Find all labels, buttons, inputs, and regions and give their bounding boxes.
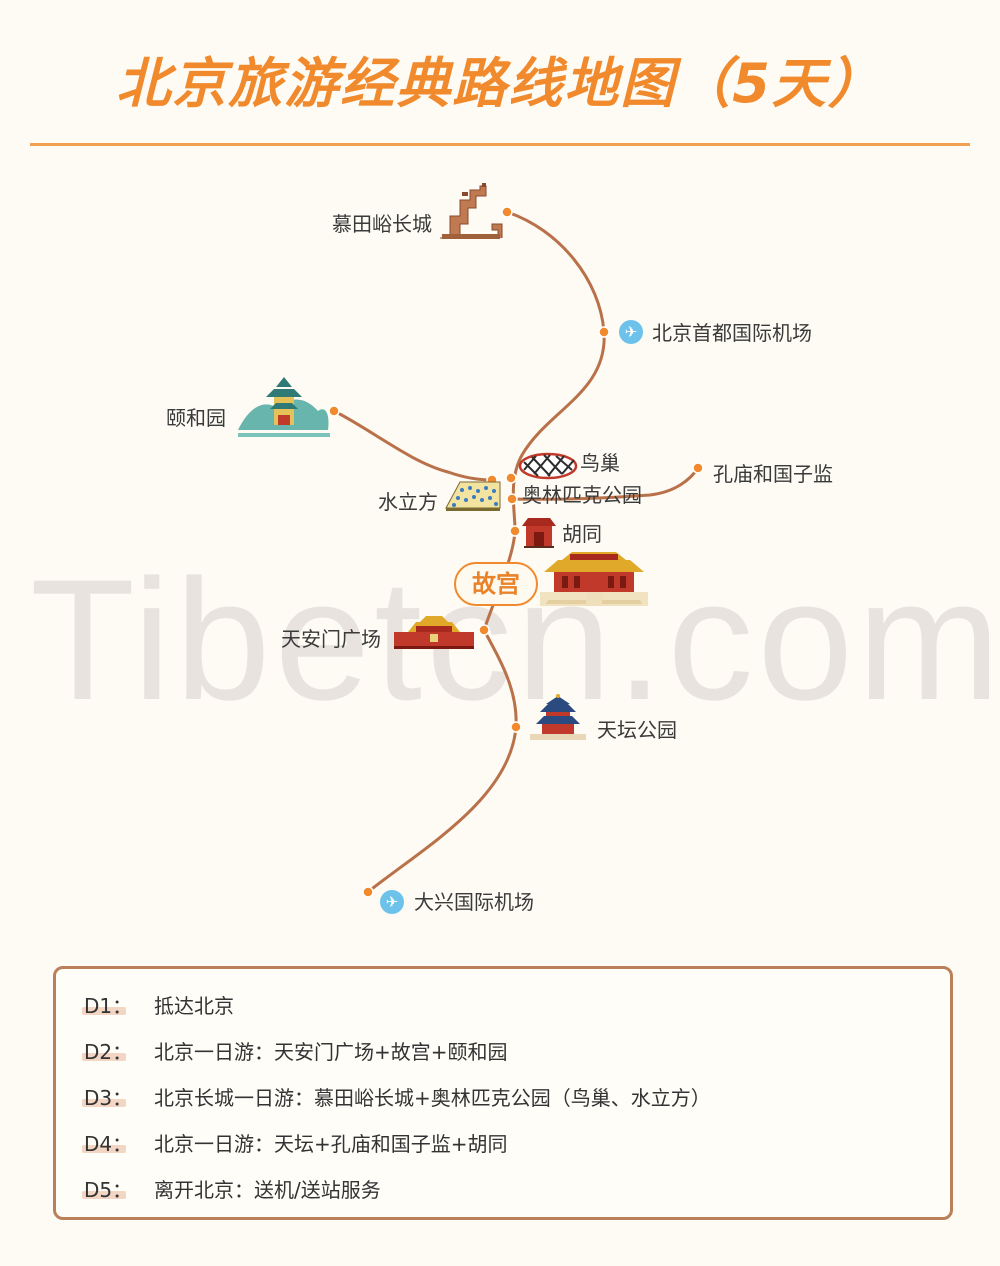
day-plan: 离开北京：送机/送站服务 — [154, 1178, 381, 1202]
day-plan: 抵达北京 — [154, 994, 234, 1018]
label-hutong: 胡同 — [562, 522, 602, 546]
day-label: D5： — [82, 1175, 154, 1205]
stop-dot-capital-airport — [598, 326, 610, 338]
itinerary-row: D2：北京一日游：天安门广场+故宫+颐和园 — [82, 1037, 508, 1067]
day-label: D4： — [82, 1129, 154, 1159]
day-label: D3： — [82, 1083, 154, 1113]
label-water-cube: 水立方 — [378, 490, 438, 514]
stop-dot-birds-nest — [505, 472, 517, 484]
great-wall-icon — [440, 183, 503, 239]
airplane-icon: ✈ — [380, 890, 404, 914]
stop-dot-confucius — [692, 462, 704, 474]
day-label: D2： — [82, 1037, 154, 1067]
route-map — [238, 183, 704, 898]
stop-dot-olympic-park — [506, 493, 518, 505]
label-temple-of-heaven: 天坛公园 — [597, 718, 677, 742]
itinerary-row: D3：北京长城一日游：慕田峪长城+奥林匹克公园（鸟巢、水立方） — [82, 1083, 711, 1113]
route-lines — [332, 210, 700, 894]
page-title: 北京旅游经典路线地图（5天） — [116, 52, 884, 115]
stop-dot-daxing-airport — [362, 886, 374, 898]
stop-dot-summer-palace — [328, 405, 340, 417]
label-tiananmen: 天安门广场 — [281, 627, 381, 651]
day-plan: 北京一日游：天坛+孔庙和国子监+胡同 — [154, 1132, 508, 1156]
temple-icon — [530, 694, 586, 740]
airplane-icon: ✈ — [619, 320, 643, 344]
itinerary-row: D4：北京一日游：天坛+孔庙和国子监+胡同 — [82, 1129, 508, 1159]
cube-icon — [445, 481, 501, 511]
label-daxing-airport: 大兴国际机场 — [414, 890, 534, 914]
stadium-icon — [518, 452, 578, 480]
label-confucius-temple: 孔庙和国子监 — [713, 462, 833, 486]
stop-dot-temple-of-heaven — [510, 721, 522, 733]
palace-icon — [540, 552, 648, 606]
label-capital-airport: 北京首都国际机场 — [652, 321, 812, 345]
stop-dot-tiananmen — [478, 624, 490, 636]
tiananmen-icon — [394, 616, 474, 649]
day-plan: 北京一日游：天安门广场+故宫+颐和园 — [154, 1040, 508, 1064]
title-divider — [30, 143, 970, 146]
itinerary-row: D1：抵达北京 — [82, 991, 234, 1021]
stop-dot-mutianyu — [501, 206, 513, 218]
route-summer-palace — [332, 409, 494, 482]
itinerary-row: D5：离开北京：送机/送站服务 — [82, 1175, 381, 1205]
route-main — [366, 210, 606, 894]
gate-icon — [522, 518, 556, 548]
route-confucius — [510, 466, 700, 501]
label-birds-nest: 鸟巢 — [580, 451, 620, 475]
label-forbidden-city: 故宫 — [454, 562, 538, 606]
pagoda-icon — [238, 377, 330, 437]
day-plan: 北京长城一日游：慕田峪长城+奥林匹克公园（鸟巢、水立方） — [154, 1086, 711, 1110]
label-olympic-park: 奥林匹克公园 — [522, 483, 642, 507]
itinerary-panel: D1：抵达北京 D2：北京一日游：天安门广场+故宫+颐和园 D3：北京长城一日游… — [53, 966, 953, 1220]
stop-dot-hutong — [509, 525, 521, 537]
day-label: D1： — [82, 991, 154, 1021]
label-mutianyu: 慕田峪长城 — [332, 212, 432, 236]
label-summer-palace: 颐和园 — [166, 406, 226, 430]
